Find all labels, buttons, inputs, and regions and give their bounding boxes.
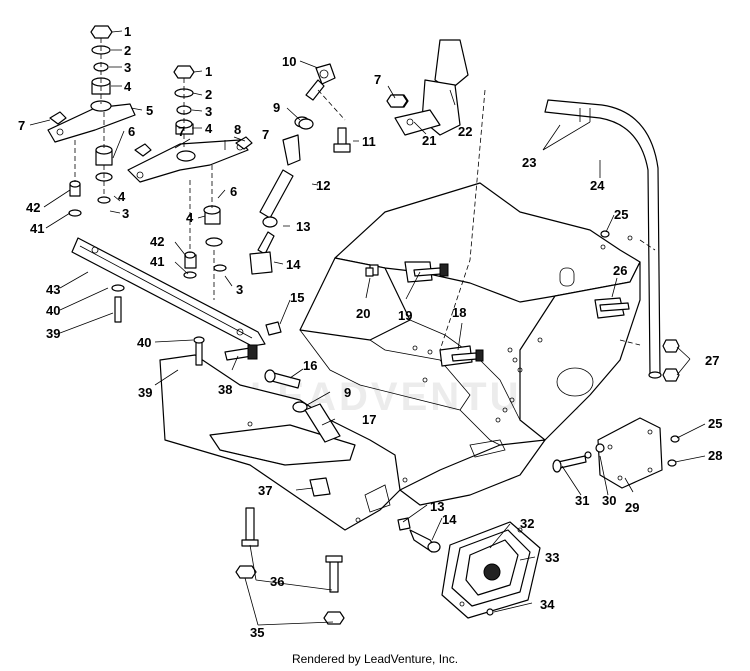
callout-38: 38: [218, 382, 232, 397]
callout-39: 39: [46, 326, 60, 341]
callout-3: 3: [236, 282, 243, 297]
callout-23: 23: [522, 155, 536, 170]
callout-6: 6: [230, 184, 237, 199]
callout-40: 40: [46, 303, 60, 318]
callout-43: 43: [46, 282, 60, 297]
callout-4: 4: [118, 189, 126, 204]
footer-credit: Rendered by LeadVenture, Inc.: [291, 652, 459, 666]
callout-35: 35: [250, 625, 264, 640]
callout-2: 2: [124, 43, 131, 58]
callout-6: 6: [128, 124, 135, 139]
callout-14: 14: [442, 512, 457, 527]
callout-7: 7: [178, 124, 185, 139]
bellcrank-stack-left: [47, 25, 136, 217]
callout-25: 25: [708, 416, 722, 431]
callout-32: 32: [520, 516, 534, 531]
bellcrank-stack-right: [127, 65, 253, 300]
callout-7: 7: [18, 118, 25, 133]
callout-3: 3: [205, 104, 212, 119]
engine-mount: [441, 521, 541, 619]
callout-28: 28: [708, 448, 722, 463]
callout-17: 17: [362, 412, 376, 427]
callout-40: 40: [137, 335, 151, 350]
callout-41: 41: [150, 254, 164, 269]
roll-bar: [544, 99, 662, 379]
tie-rod: [249, 63, 351, 275]
callout-25: 25: [614, 207, 628, 222]
callout-16: 16: [303, 358, 317, 373]
callout-1: 1: [124, 24, 131, 39]
callout-42: 42: [26, 200, 40, 215]
callout-37: 37: [258, 483, 272, 498]
hardware: [111, 94, 680, 625]
callout-41: 41: [30, 221, 44, 236]
callout-11: 11: [362, 134, 376, 149]
callout-4: 4: [186, 210, 194, 225]
callout-18: 18: [452, 305, 466, 320]
callout-5: 5: [146, 103, 153, 118]
callout-27: 27: [705, 353, 719, 368]
callout-2: 2: [205, 87, 212, 102]
callout-7: 7: [374, 72, 381, 87]
callout-7: 7: [262, 127, 269, 142]
callout-15: 15: [290, 290, 304, 305]
callout-30: 30: [602, 493, 616, 508]
callout-4: 4: [205, 121, 213, 136]
callout-21: 21: [422, 133, 436, 148]
callout-33: 33: [545, 550, 559, 565]
callout-13: 13: [430, 499, 444, 514]
callout-8: 8: [234, 122, 241, 137]
callout-numbers: 1 2 3 4 5 6 7 42 41 4 3 1 2 3 4 7 7 8 6 …: [18, 24, 722, 640]
leader-lines: [29, 30, 706, 626]
mount-plate: [552, 417, 663, 489]
callout-39: 39: [138, 385, 152, 400]
callout-22: 22: [458, 124, 472, 139]
callout-12: 12: [316, 178, 330, 193]
callout-9: 9: [344, 385, 351, 400]
callout-10: 10: [282, 54, 296, 69]
callout-42: 42: [150, 234, 164, 249]
callout-14: 14: [286, 257, 301, 272]
callout-36: 36: [270, 574, 284, 589]
callout-19: 19: [398, 308, 412, 323]
callout-24: 24: [590, 178, 605, 193]
cross-link: [71, 237, 266, 347]
callout-3: 3: [124, 60, 131, 75]
callout-1: 1: [205, 64, 212, 79]
callout-29: 29: [625, 500, 639, 515]
callout-20: 20: [356, 306, 370, 321]
callout-26: 26: [613, 263, 627, 278]
callout-3: 3: [122, 206, 129, 221]
callout-34: 34: [540, 597, 555, 612]
callout-4: 4: [124, 79, 132, 94]
callout-9: 9: [273, 100, 280, 115]
callout-31: 31: [575, 493, 589, 508]
callout-13: 13: [296, 219, 310, 234]
